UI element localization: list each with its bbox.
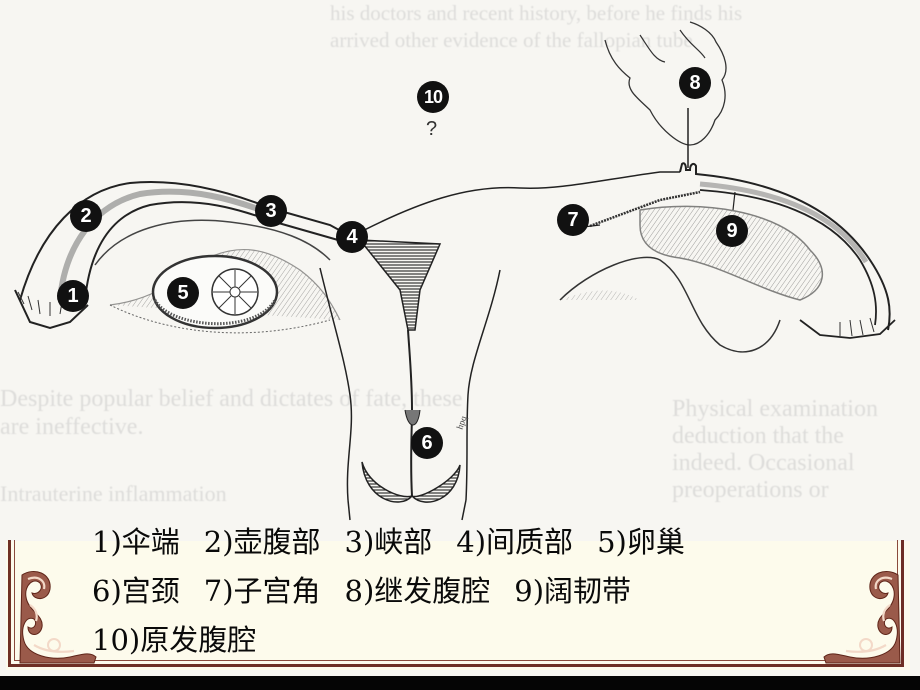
bottom-bar <box>0 676 920 690</box>
ghost-line: preoperations or <box>672 477 829 503</box>
label-marker-2: 2 <box>70 200 102 232</box>
caption-frame-outer <box>8 540 904 667</box>
label-marker-5: 5 <box>167 277 199 309</box>
legend-item-ovary: 5)卵巢 <box>597 525 685 559</box>
label-marker-4: 4 <box>336 221 368 253</box>
label-marker-1: 1 <box>57 280 89 312</box>
legend-line-2: 6)宫颈 7)子宫角 8)继发腹腔 9)阔韧带 <box>92 567 709 616</box>
legend-item-ampulla: 2)壶腹部 <box>203 525 321 559</box>
ghost-line: arrived other evidence of the fallopian … <box>330 28 693 52</box>
label-marker-7: 7 <box>557 204 589 236</box>
legend-item-cornua: 7)子宫角 <box>203 574 321 608</box>
legend-item-broad-ligament: 9)阔韧带 <box>514 574 632 608</box>
question-mark: ? <box>426 118 438 140</box>
legend-item-cervix: 6)宫颈 <box>92 574 180 608</box>
label-marker-8: 8 <box>679 67 711 99</box>
slide: his doctors and recent history, before h… <box>0 0 920 676</box>
svg-text:hpq: hpq <box>454 414 468 431</box>
label-marker-6: 6 <box>411 427 443 459</box>
legend-line-1: 1)伞端 2)壶腹部 3)峡部 4)间质部 5)卵巢 <box>92 518 709 567</box>
legend-item-isthmus: 3)峡部 <box>344 525 433 559</box>
legend-item-primary-abdominal: 10)原发腹腔 <box>92 623 257 657</box>
marker-text: 8 <box>689 72 701 94</box>
legend-item-secondary-abdominal: 8)继发腹腔 <box>344 574 491 608</box>
legend-item-interstitial: 4)间质部 <box>456 525 574 559</box>
ghost-line: Intrauterine inflammation <box>0 481 227 506</box>
marker-text: 10 <box>423 87 443 107</box>
marker-text: 1 <box>67 285 79 307</box>
ornament-corner-right-icon <box>823 571 901 664</box>
caption-box <box>6 541 910 670</box>
marker-text: 5 <box>177 282 189 304</box>
uterus-tube-illustration: hpq <box>14 21 896 521</box>
ghost-line: Despite popular belief and dictates of f… <box>0 386 463 412</box>
marker-text: 4 <box>346 226 358 248</box>
ghost-line: deduction that the <box>672 423 844 449</box>
legend-line-3: 10)原发腹腔 <box>92 616 709 665</box>
marker-text: 7 <box>567 209 579 231</box>
label-marker-9: 9 <box>716 215 748 247</box>
ghost-text-top: his doctors and recent history, before h… <box>330 0 742 54</box>
ghost-line: his doctors and recent history, before h… <box>330 1 743 25</box>
legend-item-fimbria: 1)伞端 <box>92 525 180 559</box>
label-marker-3: 3 <box>255 195 287 227</box>
ghost-text-right: Physical examination deduction that the … <box>672 396 878 504</box>
marker-text: 2 <box>80 205 92 227</box>
legend: 1)伞端 2)壶腹部 3)峡部 4)间质部 5)卵巢 6)宫颈 7)子宫角 8)继发腹腔 9)… <box>92 518 709 665</box>
marker-text: 6 <box>421 432 433 454</box>
label-marker-10: 10 <box>417 81 449 113</box>
ghost-text-mid: Despite popular belief and dictates of f… <box>0 385 462 441</box>
ornament-corner-left-icon <box>19 571 97 664</box>
marker-text: 9 <box>726 220 738 242</box>
marker-text: 3 <box>265 200 277 222</box>
ghost-line: indeed. Occasional <box>672 450 855 476</box>
ghost-text-lower: Intrauterine inflammation <box>0 480 227 507</box>
ghost-line: Physical examination <box>672 396 878 422</box>
ghost-line: are ineffective. <box>0 414 144 440</box>
